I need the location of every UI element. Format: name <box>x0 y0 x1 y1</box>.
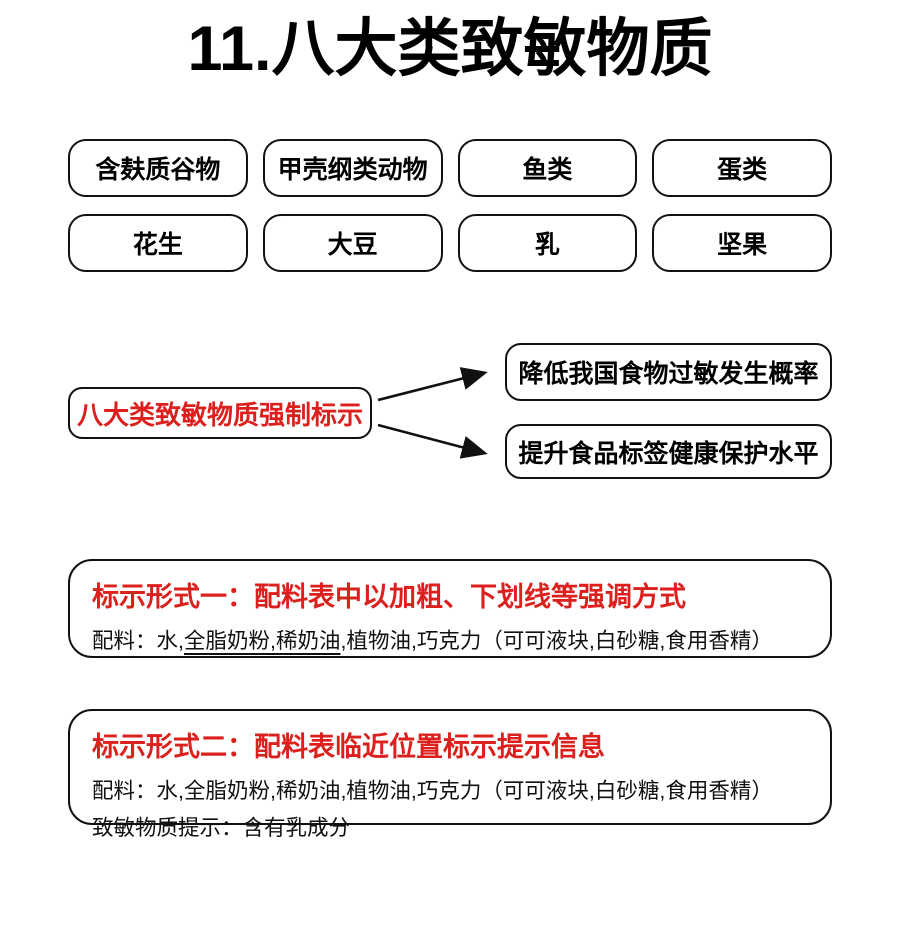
label-form-1-ingredients: 配料：水,全脂奶粉,稀奶油,植物油,巧克力（可可液块,白砂糖,食用香精） <box>92 624 808 655</box>
allergen-box-crustaceans: 甲壳纲类动物 <box>262 139 443 197</box>
allergen-box-soybeans: 大豆 <box>262 214 443 272</box>
ingredients-emphasized-underlined: 全脂奶粉,稀奶油 <box>183 629 341 653</box>
flow-source-box: 八大类致敏物质强制标示 <box>68 387 372 439</box>
arrow-to-target-2 <box>377 423 488 459</box>
allergen-grid: 含麸质谷物 甲壳纲类动物 鱼类 蛋类 花生 大豆 乳 坚果 <box>68 139 832 272</box>
arrow-to-target-1 <box>377 367 488 402</box>
allergen-box-eggs: 蛋类 <box>652 139 832 197</box>
label-form-1-box: 标示形式一：配料表中以加粗、下划线等强调方式 配料：水,全脂奶粉,稀奶油,植物油… <box>68 559 832 658</box>
label-form-2-allergen-note: 致敏物质提示：含有乳成分 <box>92 816 351 840</box>
ingredients-prefix: 配料：水, <box>92 629 184 653</box>
allergen-box-milk: 乳 <box>457 214 638 272</box>
allergen-box-peanuts: 花生 <box>68 214 248 272</box>
allergen-box-gluten-cereals: 含麸质谷物 <box>68 139 248 197</box>
allergen-box-fish: 鱼类 <box>457 139 638 197</box>
ingredients-suffix: ,植物油,巧克力（可可液块,白砂糖,食用香精） <box>340 629 773 653</box>
flow-target-box-lower-allergy-rate: 降低我国食物过敏发生概率 <box>505 343 832 401</box>
allergen-box-nuts: 坚果 <box>652 214 832 272</box>
flow-target-box-improve-label-protection: 提升食品标签健康保护水平 <box>505 424 832 479</box>
label-form-2-box: 标示形式二：配料表临近位置标示提示信息 配料：水,全脂奶粉,稀奶油,植物油,巧克… <box>68 709 832 840</box>
label-form-1-heading: 标示形式一：配料表中以加粗、下划线等强调方式 <box>92 582 686 612</box>
label-form-2-ingredients: 配料：水,全脂奶粉,稀奶油,植物油,巧克力（可可液块,白砂糖,食用香精） <box>92 779 773 803</box>
page-title: 11.八大类致敏物质 <box>187 14 713 84</box>
flow-arrows <box>377 367 488 459</box>
label-form-2-heading: 标示形式二：配料表临近位置标示提示信息 <box>92 732 605 762</box>
